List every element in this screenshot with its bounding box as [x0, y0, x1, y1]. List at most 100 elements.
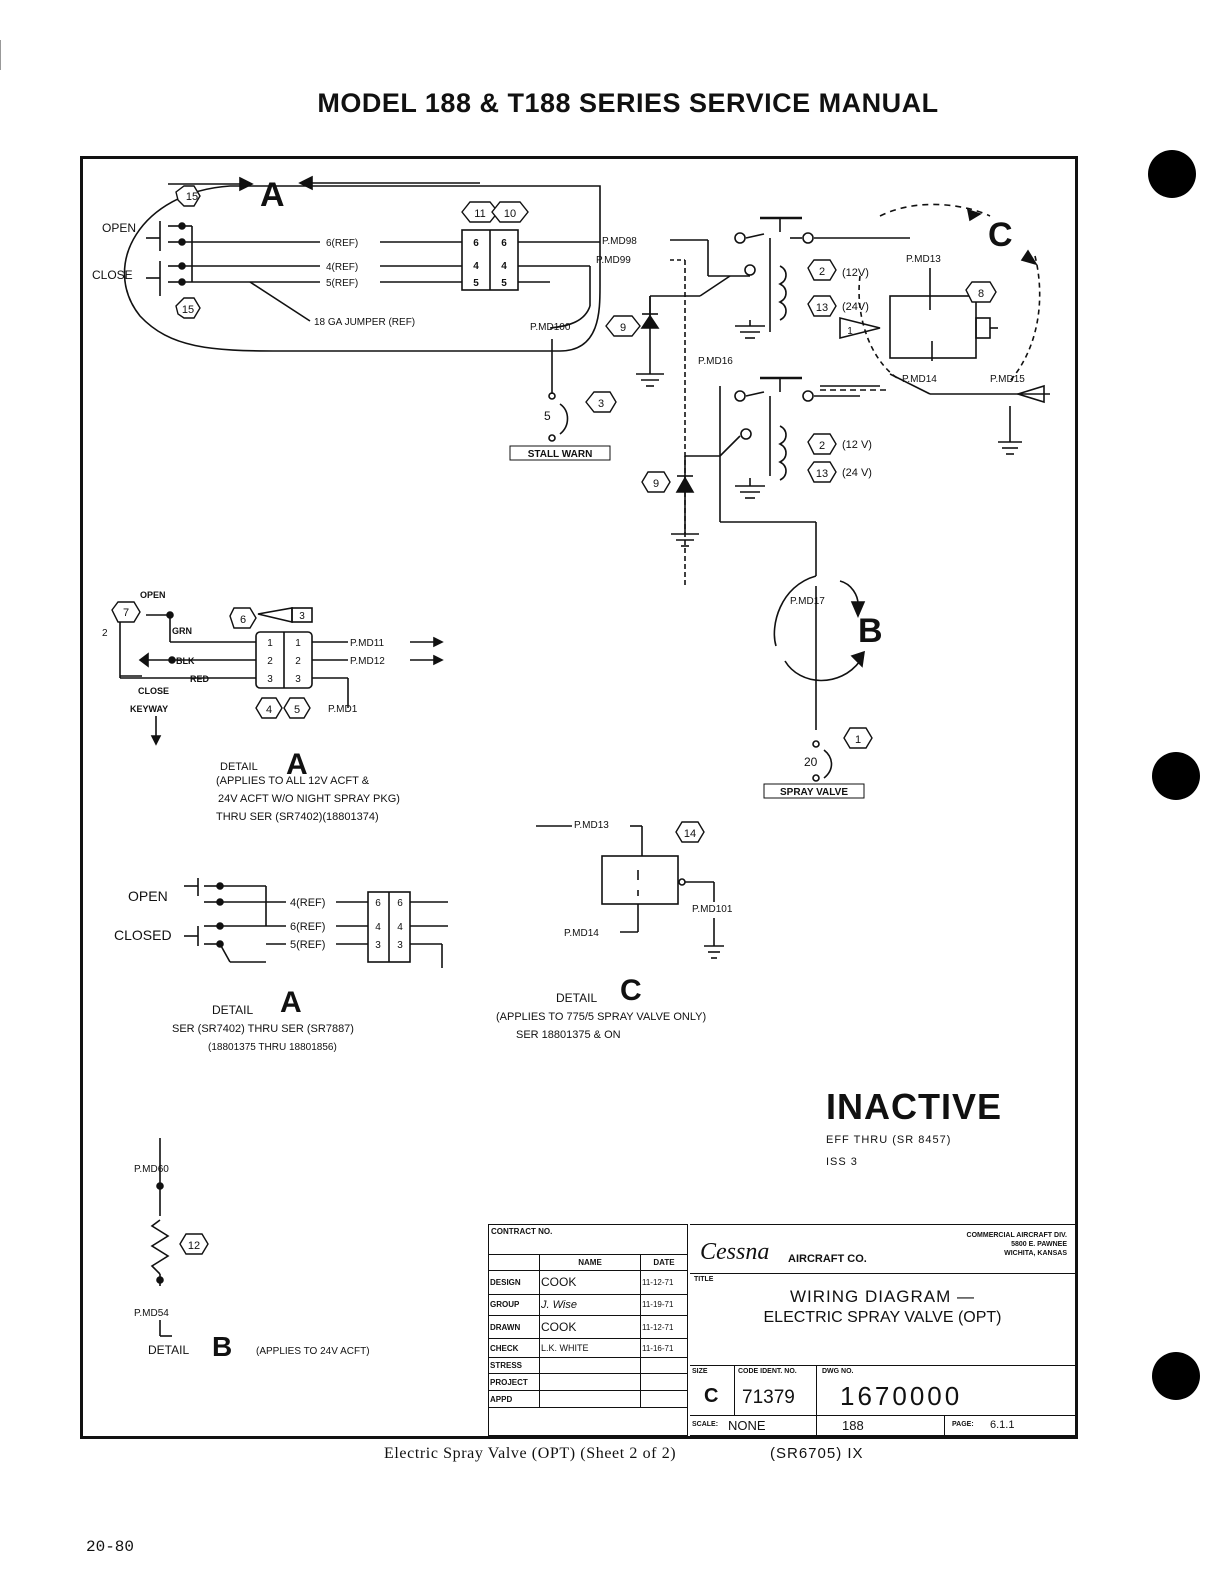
figure-caption: Electric Spray Valve (OPT) (Sheet 2 of 2… — [384, 1445, 677, 1462]
pin-4b: 4 — [501, 261, 507, 272]
pin-1b: 1 — [295, 638, 301, 649]
approval-row: PROJECT — [488, 1373, 688, 1392]
mid-pin-3a: 3 — [375, 940, 381, 951]
detail-b-letter: B — [212, 1331, 232, 1362]
wire-md17: P.MD17 — [790, 596, 825, 607]
detail-a-marker: A — [260, 176, 285, 214]
callout-14-label: 14 — [684, 828, 696, 840]
relay-upper-c1: 2 — [819, 266, 825, 278]
role-label: PROJECT — [488, 1373, 540, 1392]
spray-valve-terminal: SPRAY VALVE — [780, 787, 848, 798]
wire-md14: P.MD14 — [902, 374, 937, 385]
detail-a-mid-ref-1: 4(REF) — [290, 897, 325, 909]
approver-name — [539, 1390, 641, 1408]
callout-1-label: 1 — [855, 734, 861, 746]
callout-15-top — [175, 185, 201, 207]
wire-md11: P.MD11 — [350, 638, 385, 649]
relay-lower-c1: 2 — [819, 440, 825, 452]
division-line: COMMERCIAL AIRCRAFT DIV. — [966, 1232, 1067, 1239]
callout-15-bottom-label: 15 — [182, 304, 194, 316]
detail-b-note: (APPLIES TO 24V ACFT) — [256, 1346, 370, 1357]
callout-9-lower-label: 9 — [653, 478, 659, 490]
relay-lower-c1-note: (12 V) — [842, 439, 872, 451]
col-date-label: DATE — [640, 1254, 688, 1271]
pin-6b: 6 — [501, 238, 507, 249]
detail-a-open: OPEN — [140, 590, 166, 600]
wire-md99: P.MD99 — [596, 255, 631, 266]
approval-date: 11-19-71 — [640, 1293, 688, 1316]
code-ident-label: CODE IDENT. NO. — [738, 1368, 797, 1375]
code-ident-value: 71379 — [742, 1387, 795, 1408]
approver-name: L.K. WHITE — [539, 1338, 641, 1358]
detail-c-letter: C — [620, 974, 642, 1007]
wire-md1: P.MD1 — [328, 704, 358, 715]
wire-md15: P.MD15 — [990, 374, 1025, 385]
detail-c-title: DETAIL — [556, 991, 597, 1005]
terminal-20: 20 — [804, 755, 818, 769]
binder-hole-middle — [1152, 752, 1200, 800]
ref-4-label: 4(REF) — [326, 262, 358, 273]
terminal-2-left: 2 — [102, 628, 108, 639]
page-number: 20-80 — [86, 1538, 135, 1556]
approval-date: 11-16-71 — [640, 1338, 688, 1358]
pin-4a: 4 — [473, 261, 479, 272]
detail-a-mid-closed: CLOSED — [114, 927, 172, 943]
detail-c-md14: P.MD14 — [564, 928, 599, 939]
mid-pin-6b: 6 — [397, 898, 403, 909]
ref-6-label: 6(REF) — [326, 238, 358, 249]
role-label: GROUP — [488, 1293, 540, 1316]
stall-warn-terminal: STALL WARN — [528, 449, 593, 460]
role-label: APPD — [488, 1390, 540, 1408]
company-suffix: AIRCRAFT CO. — [788, 1253, 867, 1265]
pin-2b: 2 — [295, 656, 301, 667]
model-value: 188 — [842, 1418, 864, 1433]
scan-edge-mark — [0, 40, 4, 70]
triangle-1-label: 1 — [847, 326, 853, 337]
dwg-no-value: 1670000 — [840, 1381, 963, 1411]
role-label: CHECK — [488, 1338, 540, 1358]
callout-4-label: 4 — [266, 704, 272, 716]
approver-name: J. Wise — [539, 1293, 641, 1316]
size-value: C — [704, 1385, 719, 1407]
approval-date: 11-12-71 — [640, 1314, 688, 1340]
approval-date — [640, 1390, 688, 1408]
detail-c-note-2: SER 18801375 & ON — [516, 1029, 621, 1041]
callout-8-label: 8 — [978, 288, 984, 300]
approval-row: APPD — [488, 1390, 688, 1408]
detail-a-enclosure — [123, 185, 601, 352]
role-label: DRAWN — [488, 1314, 540, 1340]
jumper-label: 18 GA JUMPER (REF) — [314, 317, 415, 328]
callout-10-label: 10 — [504, 208, 516, 220]
approval-row: STRESS — [488, 1356, 688, 1375]
wire-md98: P.MD98 — [602, 236, 637, 247]
callout-11-label: 11 — [474, 208, 485, 220]
wire-blk: BLK — [176, 656, 195, 666]
wiring-schematic: 15 15 11 10 9 3 2 13 (12V) (24V) 8 2 13 … — [92, 175, 1050, 1362]
approval-date — [640, 1356, 688, 1375]
approver-name — [539, 1356, 641, 1375]
wire-md60: P.MD60 — [134, 1164, 169, 1175]
detail-a-left-title: DETAIL — [220, 761, 258, 773]
callout-6-label: 6 — [240, 614, 246, 626]
detail-c-marker: C — [988, 216, 1013, 254]
detail-a-mid-note-1: SER (SR7402) THRU SER (SR7887) — [172, 1023, 354, 1035]
pin-3b: 3 — [295, 674, 301, 685]
wire-grn: GRN — [172, 626, 192, 636]
approval-date: 11-12-71 — [640, 1270, 688, 1295]
wire-md101: P.MD101 — [692, 904, 733, 915]
detail-c-md13: P.MD13 — [574, 820, 609, 831]
wire-md100: P.MD100 — [530, 322, 571, 333]
switch-open-label: OPEN — [102, 221, 136, 235]
page-label: PAGE: — [952, 1421, 974, 1428]
page-header-title: MODEL 188 & T188 SERIES SERVICE MANUAL — [317, 88, 939, 118]
ref-5-label: 5(REF) — [326, 278, 358, 289]
detail-c-note-1: (APPLIES TO 775/5 SPRAY VALVE ONLY) — [496, 1011, 706, 1023]
title-label: TITLE — [694, 1276, 714, 1283]
mid-pin-6a: 6 — [375, 898, 381, 909]
scale-label: SCALE: — [692, 1421, 719, 1428]
